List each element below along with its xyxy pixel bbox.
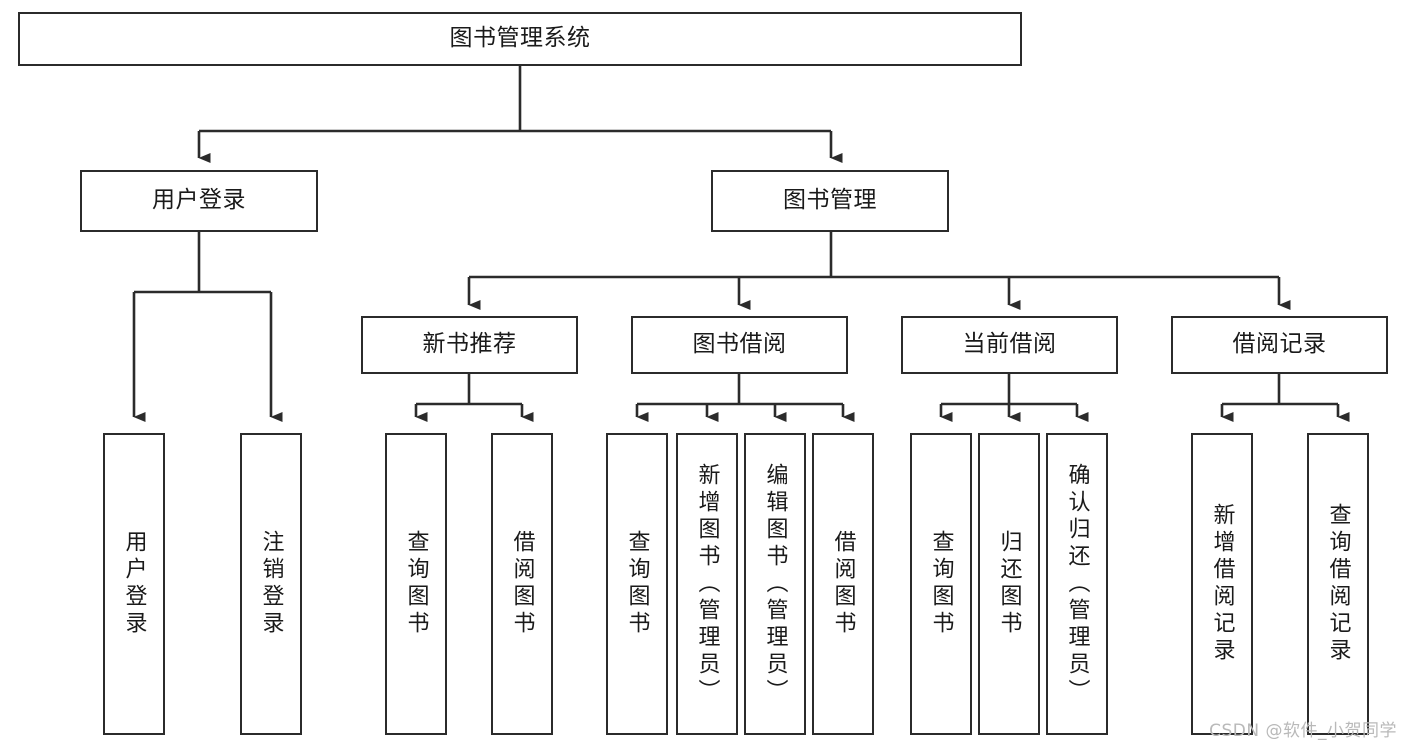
csdn-watermark: CSDN @软件_小贺同学 — [1209, 721, 1397, 741]
node-label: 当前借阅 — [962, 331, 1057, 358]
node-label: 查询图书 — [624, 530, 650, 638]
leaf-recommend-borrow-book[interactable]: 借阅图书 — [491, 433, 553, 735]
node-label: 图书借阅 — [692, 331, 787, 358]
node-label: 用户登录 — [152, 187, 246, 214]
node-user-login[interactable]: 用户登录 — [80, 170, 318, 232]
node-root-system[interactable]: 图书管理系统 — [18, 12, 1022, 66]
leaf-borrow-query-book[interactable]: 查询图书 — [606, 433, 668, 735]
leaf-current-confirm-return[interactable]: 确认归还（管理员） — [1046, 433, 1108, 735]
node-label: 注销登录 — [258, 530, 284, 638]
node-label: 查询图书 — [403, 530, 429, 638]
node-label: 编辑图书（管理员） — [762, 462, 788, 706]
node-label: 新书推荐 — [422, 331, 517, 358]
leaf-borrow-edit-book[interactable]: 编辑图书（管理员） — [744, 433, 806, 735]
node-borrow-record[interactable]: 借阅记录 — [1171, 316, 1388, 374]
node-label: 图书管理 — [783, 187, 877, 214]
node-label: 借阅记录 — [1232, 331, 1327, 358]
node-label: 借阅图书 — [509, 530, 535, 638]
node-label: 借阅图书 — [830, 530, 856, 638]
node-label: 归还图书 — [996, 530, 1022, 638]
leaf-current-return-book[interactable]: 归还图书 — [978, 433, 1040, 735]
leaf-user-logout[interactable]: 注销登录 — [240, 433, 302, 735]
leaf-current-query-book[interactable]: 查询图书 — [910, 433, 972, 735]
node-label: 新增图书（管理员） — [694, 462, 720, 706]
leaf-record-query[interactable]: 查询借阅记录 — [1307, 433, 1369, 735]
node-label: 查询图书 — [928, 530, 954, 638]
node-label: 查询借阅记录 — [1325, 503, 1351, 665]
node-current-borrow[interactable]: 当前借阅 — [901, 316, 1118, 374]
leaf-user-login[interactable]: 用户登录 — [103, 433, 165, 735]
node-label: 确认归还（管理员） — [1064, 462, 1090, 706]
node-new-book-recommend[interactable]: 新书推荐 — [361, 316, 578, 374]
leaf-borrow-borrow-book[interactable]: 借阅图书 — [812, 433, 874, 735]
node-label: 用户登录 — [121, 530, 147, 638]
node-label: 新增借阅记录 — [1209, 503, 1235, 665]
node-label: 图书管理系统 — [449, 25, 591, 52]
leaf-recommend-query-book[interactable]: 查询图书 — [385, 433, 447, 735]
node-book-management[interactable]: 图书管理 — [711, 170, 949, 232]
leaf-borrow-add-book[interactable]: 新增图书（管理员） — [676, 433, 738, 735]
leaf-record-add[interactable]: 新增借阅记录 — [1191, 433, 1253, 735]
node-book-borrow[interactable]: 图书借阅 — [631, 316, 848, 374]
